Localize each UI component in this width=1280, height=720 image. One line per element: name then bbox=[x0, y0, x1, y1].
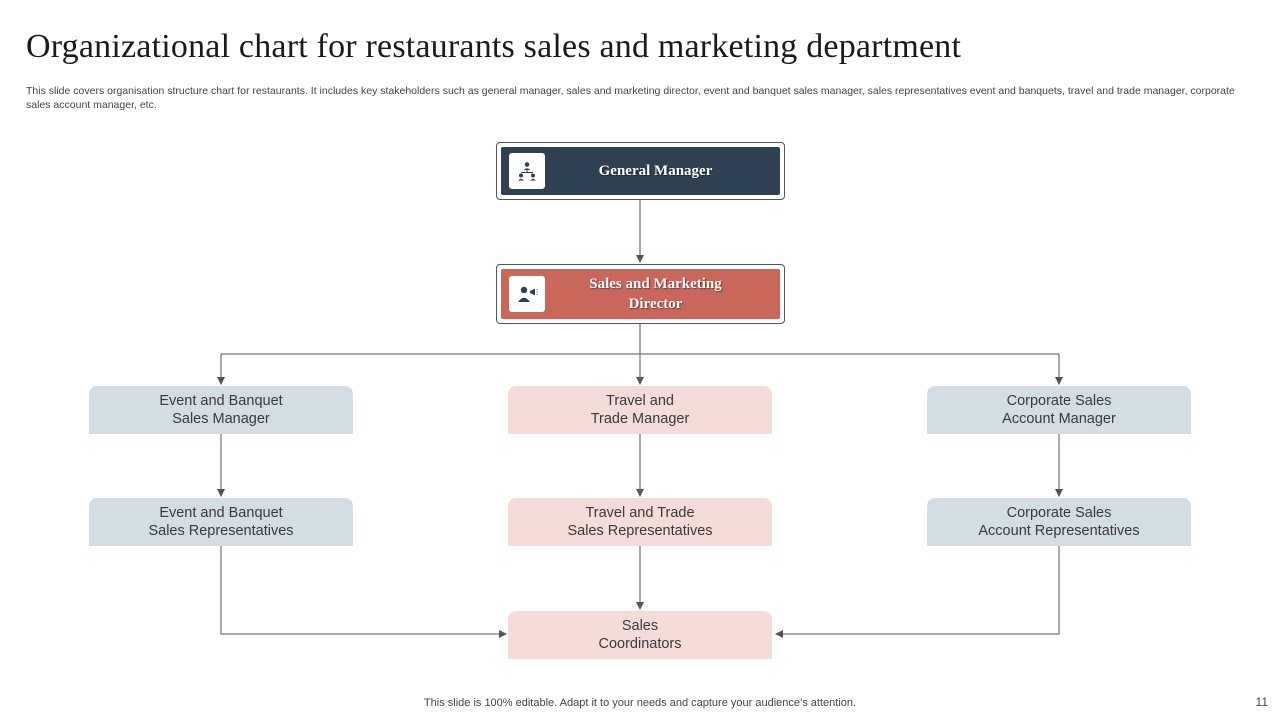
event-banquet-sales-manager-box: Event and Banquet Sales Manager bbox=[89, 386, 353, 434]
sales-marketing-director-label: Sales and Marketing Director bbox=[589, 276, 722, 312]
footer-note: This slide is 100% editable. Adapt it to… bbox=[423, 697, 857, 709]
slide-description: This slide covers organisation structure… bbox=[26, 85, 1235, 111]
page-number: 11 bbox=[1255, 695, 1268, 709]
travel-trade-sales-reps-box: Travel and Trade Sales Representatives bbox=[508, 498, 772, 546]
connector-event-reps-to-coordinators bbox=[220, 546, 507, 638]
general-manager-label: General Manager bbox=[598, 163, 713, 179]
corporate-sales-account-reps-box: Corporate Sales Account Representatives bbox=[927, 498, 1191, 546]
presenter-megaphone-icon bbox=[509, 276, 545, 312]
corporate-sales-account-manager-box: Corporate Sales Account Manager bbox=[927, 386, 1191, 434]
sales-coordinators-box: Sales Coordinators bbox=[508, 611, 772, 659]
sales-marketing-director-box: Sales and Marketing Director bbox=[496, 264, 785, 324]
general-manager-box: General Manager bbox=[496, 142, 785, 200]
org-hierarchy-icon bbox=[509, 153, 545, 189]
travel-trade-manager-box: Travel and Trade Manager bbox=[508, 386, 772, 434]
connector-corporate-reps-to-coordinators bbox=[775, 546, 1060, 638]
slide-title: Organizational chart for restaurants sal… bbox=[26, 28, 962, 65]
event-banquet-sales-reps-box: Event and Banquet Sales Representatives bbox=[89, 498, 353, 546]
